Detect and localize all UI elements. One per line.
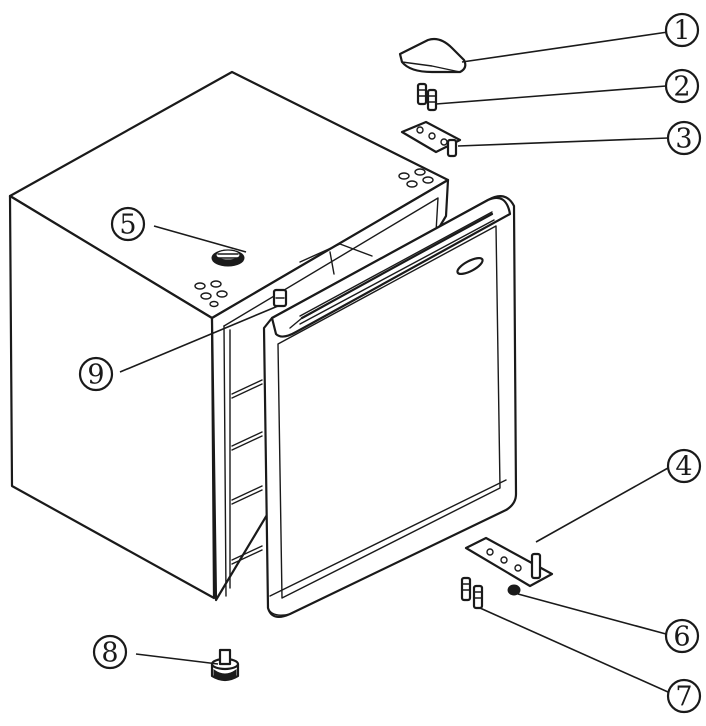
callout-6: 6 <box>664 618 700 654</box>
callout-7: 7 <box>666 678 702 714</box>
callout-circle <box>92 634 128 670</box>
callout-5: 5 <box>110 206 146 242</box>
callout-circle <box>664 618 700 654</box>
top-holes-right <box>398 168 434 188</box>
callout-number: 4 <box>675 452 692 483</box>
callout-3: 3 <box>666 120 702 156</box>
hinge-cover-part <box>398 37 467 74</box>
callout-number: 7 <box>675 682 692 713</box>
callout-circle <box>664 68 700 104</box>
door-badge <box>456 256 484 276</box>
callout-circle <box>666 120 702 156</box>
callout-4: 4 <box>666 448 702 484</box>
hole-plug-part <box>211 249 245 267</box>
refrigerator-door <box>262 195 518 619</box>
cabinet-liner-edge <box>223 197 439 327</box>
callout-9: 9 <box>78 356 114 392</box>
callout-number: 5 <box>119 210 136 241</box>
top-hinge-part <box>400 120 462 158</box>
callout-number: 1 <box>673 16 690 47</box>
leader-lines <box>119 31 669 693</box>
cabinet-side <box>8 194 216 600</box>
callout-number: 6 <box>673 622 690 653</box>
callout-8: 8 <box>92 634 128 670</box>
bottom-screws-part <box>460 576 484 610</box>
top-holes-left <box>194 280 228 308</box>
hinge-washer-part <box>507 584 521 596</box>
top-screws-part <box>416 82 438 112</box>
callout-circle <box>666 448 702 484</box>
callout-circle <box>666 678 702 714</box>
adjustable-foot-part <box>210 648 240 682</box>
callout-2: 2 <box>664 68 700 104</box>
callout-circle <box>664 12 700 48</box>
door-stop-part <box>272 288 288 308</box>
callout-number: 8 <box>101 638 118 669</box>
callout-number: 9 <box>87 360 104 391</box>
callout-1: 1 <box>664 12 700 48</box>
callout-circle <box>78 356 114 392</box>
callout-circle <box>110 206 146 242</box>
bottom-hinge-part <box>464 536 554 588</box>
callout-number: 3 <box>675 124 692 155</box>
callout-number: 2 <box>673 72 690 103</box>
callout-labels: 1 2 3 4 5 6 7 8 9 <box>78 12 702 714</box>
